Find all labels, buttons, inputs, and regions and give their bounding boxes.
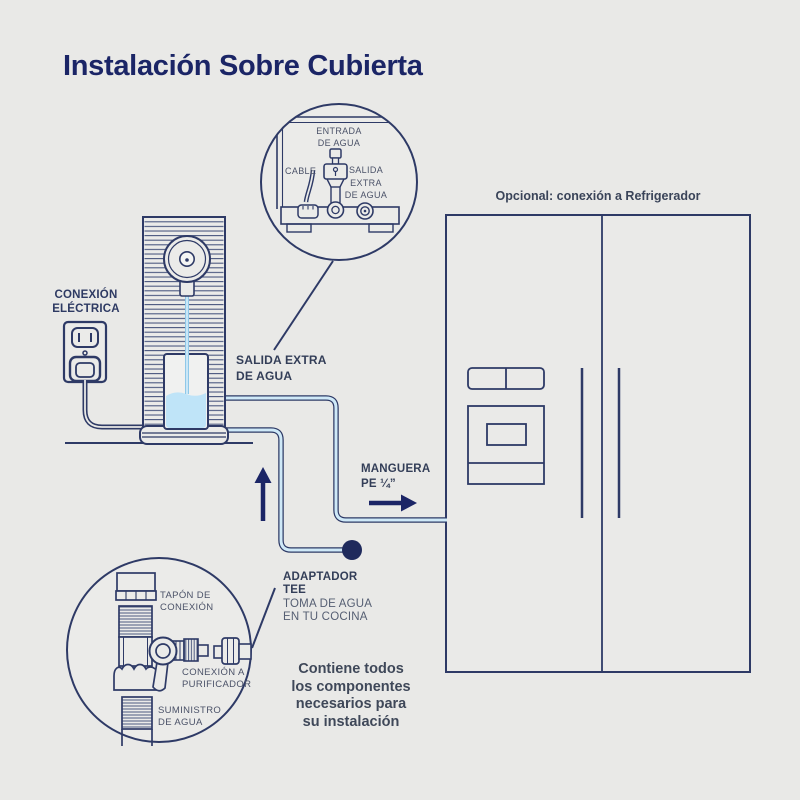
tube-to-tee-adapter bbox=[225, 427, 344, 553]
label-entrada-de-agua: ENTRADA DE AGUA bbox=[316, 126, 362, 148]
label-suministro-de-agua: SUMINISTRO DE AGUA bbox=[158, 705, 222, 728]
purifier-fitting bbox=[213, 637, 252, 665]
tee-adapter-ball bbox=[342, 540, 362, 560]
label-tapon-de-conexion: TAPÓN DE CONEXIÓN bbox=[160, 590, 214, 613]
top-detail-view bbox=[260, 103, 418, 351]
label-conexion-a-purificador: CONEXIÓN A PURIFICADOR bbox=[182, 667, 252, 690]
page-title: Instalación Sobre Cubierta bbox=[63, 50, 423, 82]
label-conexion-electrica: CONEXIÓN ELÉCTRICA bbox=[52, 289, 120, 315]
water-purifier-unit bbox=[139, 216, 229, 445]
lower-threads bbox=[121, 696, 153, 730]
label-manguera-pe: MANGUERA PE ¼” bbox=[361, 463, 431, 490]
connection-cap bbox=[115, 572, 157, 601]
label-adaptador-tee: ADAPTADOR TEE bbox=[283, 571, 358, 596]
water-inlet-fitting bbox=[323, 148, 348, 219]
refrigerator bbox=[445, 214, 751, 673]
label-contiene-componentes: Contiene todos los componentes necesario… bbox=[291, 661, 411, 730]
label-salida-extra-detail: SALIDA EXTRA DE AGUA bbox=[344, 165, 388, 201]
upper-threads bbox=[118, 605, 153, 638]
label-opcional-refrigerador: Opcional: conexión a Refrigerador bbox=[495, 189, 701, 203]
valve-body bbox=[118, 636, 153, 667]
label-cable: CABLE bbox=[285, 166, 317, 176]
compression-nut bbox=[113, 663, 159, 691]
leader-line-top bbox=[273, 260, 334, 351]
power-cord bbox=[82, 380, 142, 430]
label-toma-de-agua: TOMA DE AGUA EN TU COCINA bbox=[283, 598, 373, 623]
leader-line-bottom bbox=[251, 587, 276, 649]
supply-pipe bbox=[121, 729, 153, 746]
cable-drawing bbox=[297, 169, 319, 219]
valve-lever bbox=[152, 661, 169, 692]
extra-outlet-port bbox=[356, 202, 374, 220]
dispenser-head bbox=[163, 235, 211, 297]
water-in-glass bbox=[166, 392, 206, 428]
valve-ring bbox=[148, 636, 178, 666]
outlet-top-socket bbox=[71, 327, 99, 348]
label-salida-extra: SALIDA EXTRA DE AGUA bbox=[236, 353, 327, 383]
droplet-icon bbox=[185, 258, 189, 262]
electrical-outlet bbox=[62, 320, 108, 384]
tube-to-refrigerator bbox=[225, 395, 447, 523]
up-flow-arrow-icon bbox=[254, 467, 272, 521]
tee-valve-drawing bbox=[113, 572, 252, 746]
fridge-dispenser bbox=[467, 367, 545, 485]
right-flow-arrow-icon bbox=[369, 494, 417, 512]
bottom-detail-view bbox=[66, 557, 276, 746]
